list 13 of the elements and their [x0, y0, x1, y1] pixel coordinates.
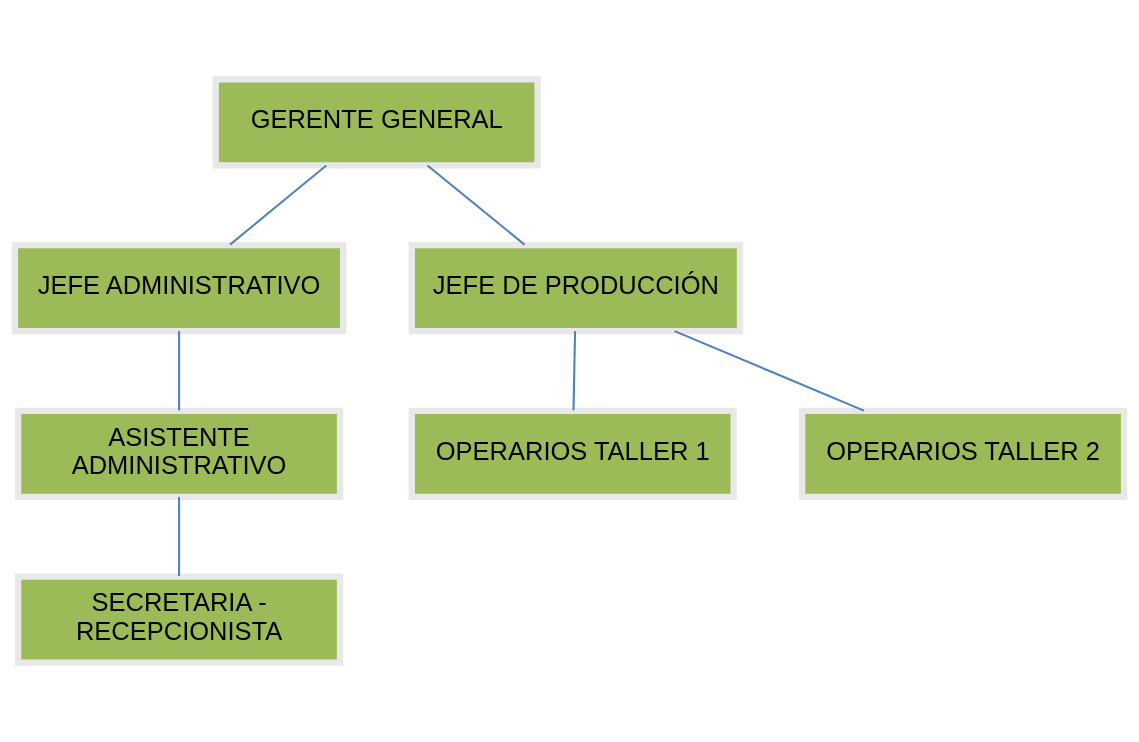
node-box: OPERARIOS TALLER 2 [798, 407, 1128, 501]
connector [229, 164, 327, 246]
connector [426, 164, 526, 246]
node-box: OPERARIOS TALLER 1 [408, 407, 737, 501]
node-box: ASISTENTE ADMINISTRATIVO [14, 407, 344, 501]
node-box: GERENTE GENERAL [212, 76, 541, 169]
connector [674, 330, 865, 412]
node-box: JEFE ADMINISTRATIVO [11, 241, 347, 335]
connector [178, 496, 181, 577]
connector [572, 331, 577, 411]
node-box: SECRETARIA - RECEPCIONISTA [14, 573, 344, 666]
connector [178, 331, 181, 411]
node-box: JEFE DE PRODUCCIÓN [408, 241, 744, 335]
